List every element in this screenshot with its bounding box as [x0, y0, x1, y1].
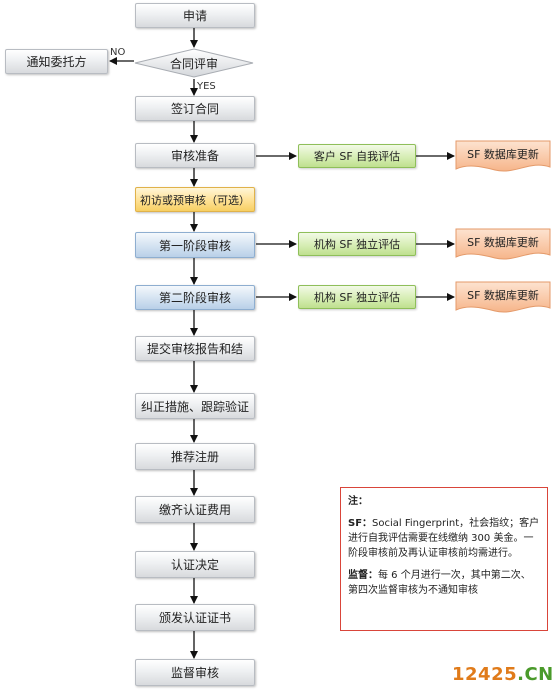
note-surv-text: 每 6 个月进行一次，其中第二次、第四次监督审核为不通知审核: [348, 570, 531, 596]
note-sf-term: SF：: [348, 518, 373, 529]
org-independent-assessment-2: 机构 SF 独立评估: [298, 285, 416, 309]
step-stage1-audit: 第一阶段审核: [135, 232, 255, 258]
note-sf: SF：Social Fingerprint，社会指纹；客户进行自我评估需要在线缴…: [348, 516, 540, 561]
step-recommend-registration: 推荐注册: [135, 443, 255, 470]
note-surv-term: 监督：: [348, 570, 378, 581]
watermark-suffix: .CN: [517, 664, 554, 685]
step-submit-report: 提交审核报告和结: [135, 336, 255, 361]
no-label: NO: [110, 47, 126, 58]
sf-database-update-1: SF 数据库更新: [455, 140, 551, 174]
decision-label: 合同评审: [169, 56, 218, 71]
site-watermark: 12425.CN: [452, 664, 554, 685]
decision-contract-review: 合同评审: [134, 48, 254, 78]
step-stage2-audit: 第二阶段审核: [135, 285, 255, 310]
step-surveillance-audit: 监督审核: [135, 659, 255, 686]
document-shape: [455, 140, 551, 172]
note-title: 注：: [348, 496, 368, 507]
document-label: SF 数据库更新: [467, 236, 539, 249]
step-sign-contract: 签订合同: [135, 96, 255, 121]
step-issue-certificate: 颁发认证证书: [135, 604, 255, 631]
note-surveillance: 监督：每 6 个月进行一次，其中第二次、第四次监督审核为不通知审核: [348, 568, 540, 598]
client-self-assessment: 客户 SF 自我评估: [298, 144, 416, 168]
document-shape: [455, 228, 551, 260]
step-initial-visit: 初访或预审核（可选）: [135, 187, 255, 212]
document-label: SF 数据库更新: [467, 289, 539, 302]
note-box: 注： SF：Social Fingerprint，社会指纹；客户进行自我评估需要…: [340, 487, 548, 631]
sf-database-update-2: SF 数据库更新: [455, 228, 551, 262]
document-shape: [455, 281, 551, 313]
yes-label: YES: [197, 81, 216, 92]
document-label: SF 数据库更新: [467, 148, 539, 161]
note-sf-text: Social Fingerprint，社会指纹；客户进行自我评估需要在线缴纳 3…: [348, 518, 540, 559]
step-audit-prep: 审核准备: [135, 143, 255, 168]
step-apply: 申请: [135, 3, 255, 28]
sf-database-update-3: SF 数据库更新: [455, 281, 551, 315]
step-corrective-action: 纠正措施、跟踪验证: [135, 393, 255, 419]
watermark-number: 12425: [452, 664, 518, 685]
step-certification-decision: 认证决定: [135, 551, 255, 578]
org-independent-assessment-1: 机构 SF 独立评估: [298, 232, 416, 256]
step-pay-fees: 缴齐认证费用: [135, 496, 255, 523]
step-notify-client: 通知委托方: [5, 49, 108, 74]
diamond-shape: [134, 48, 254, 78]
